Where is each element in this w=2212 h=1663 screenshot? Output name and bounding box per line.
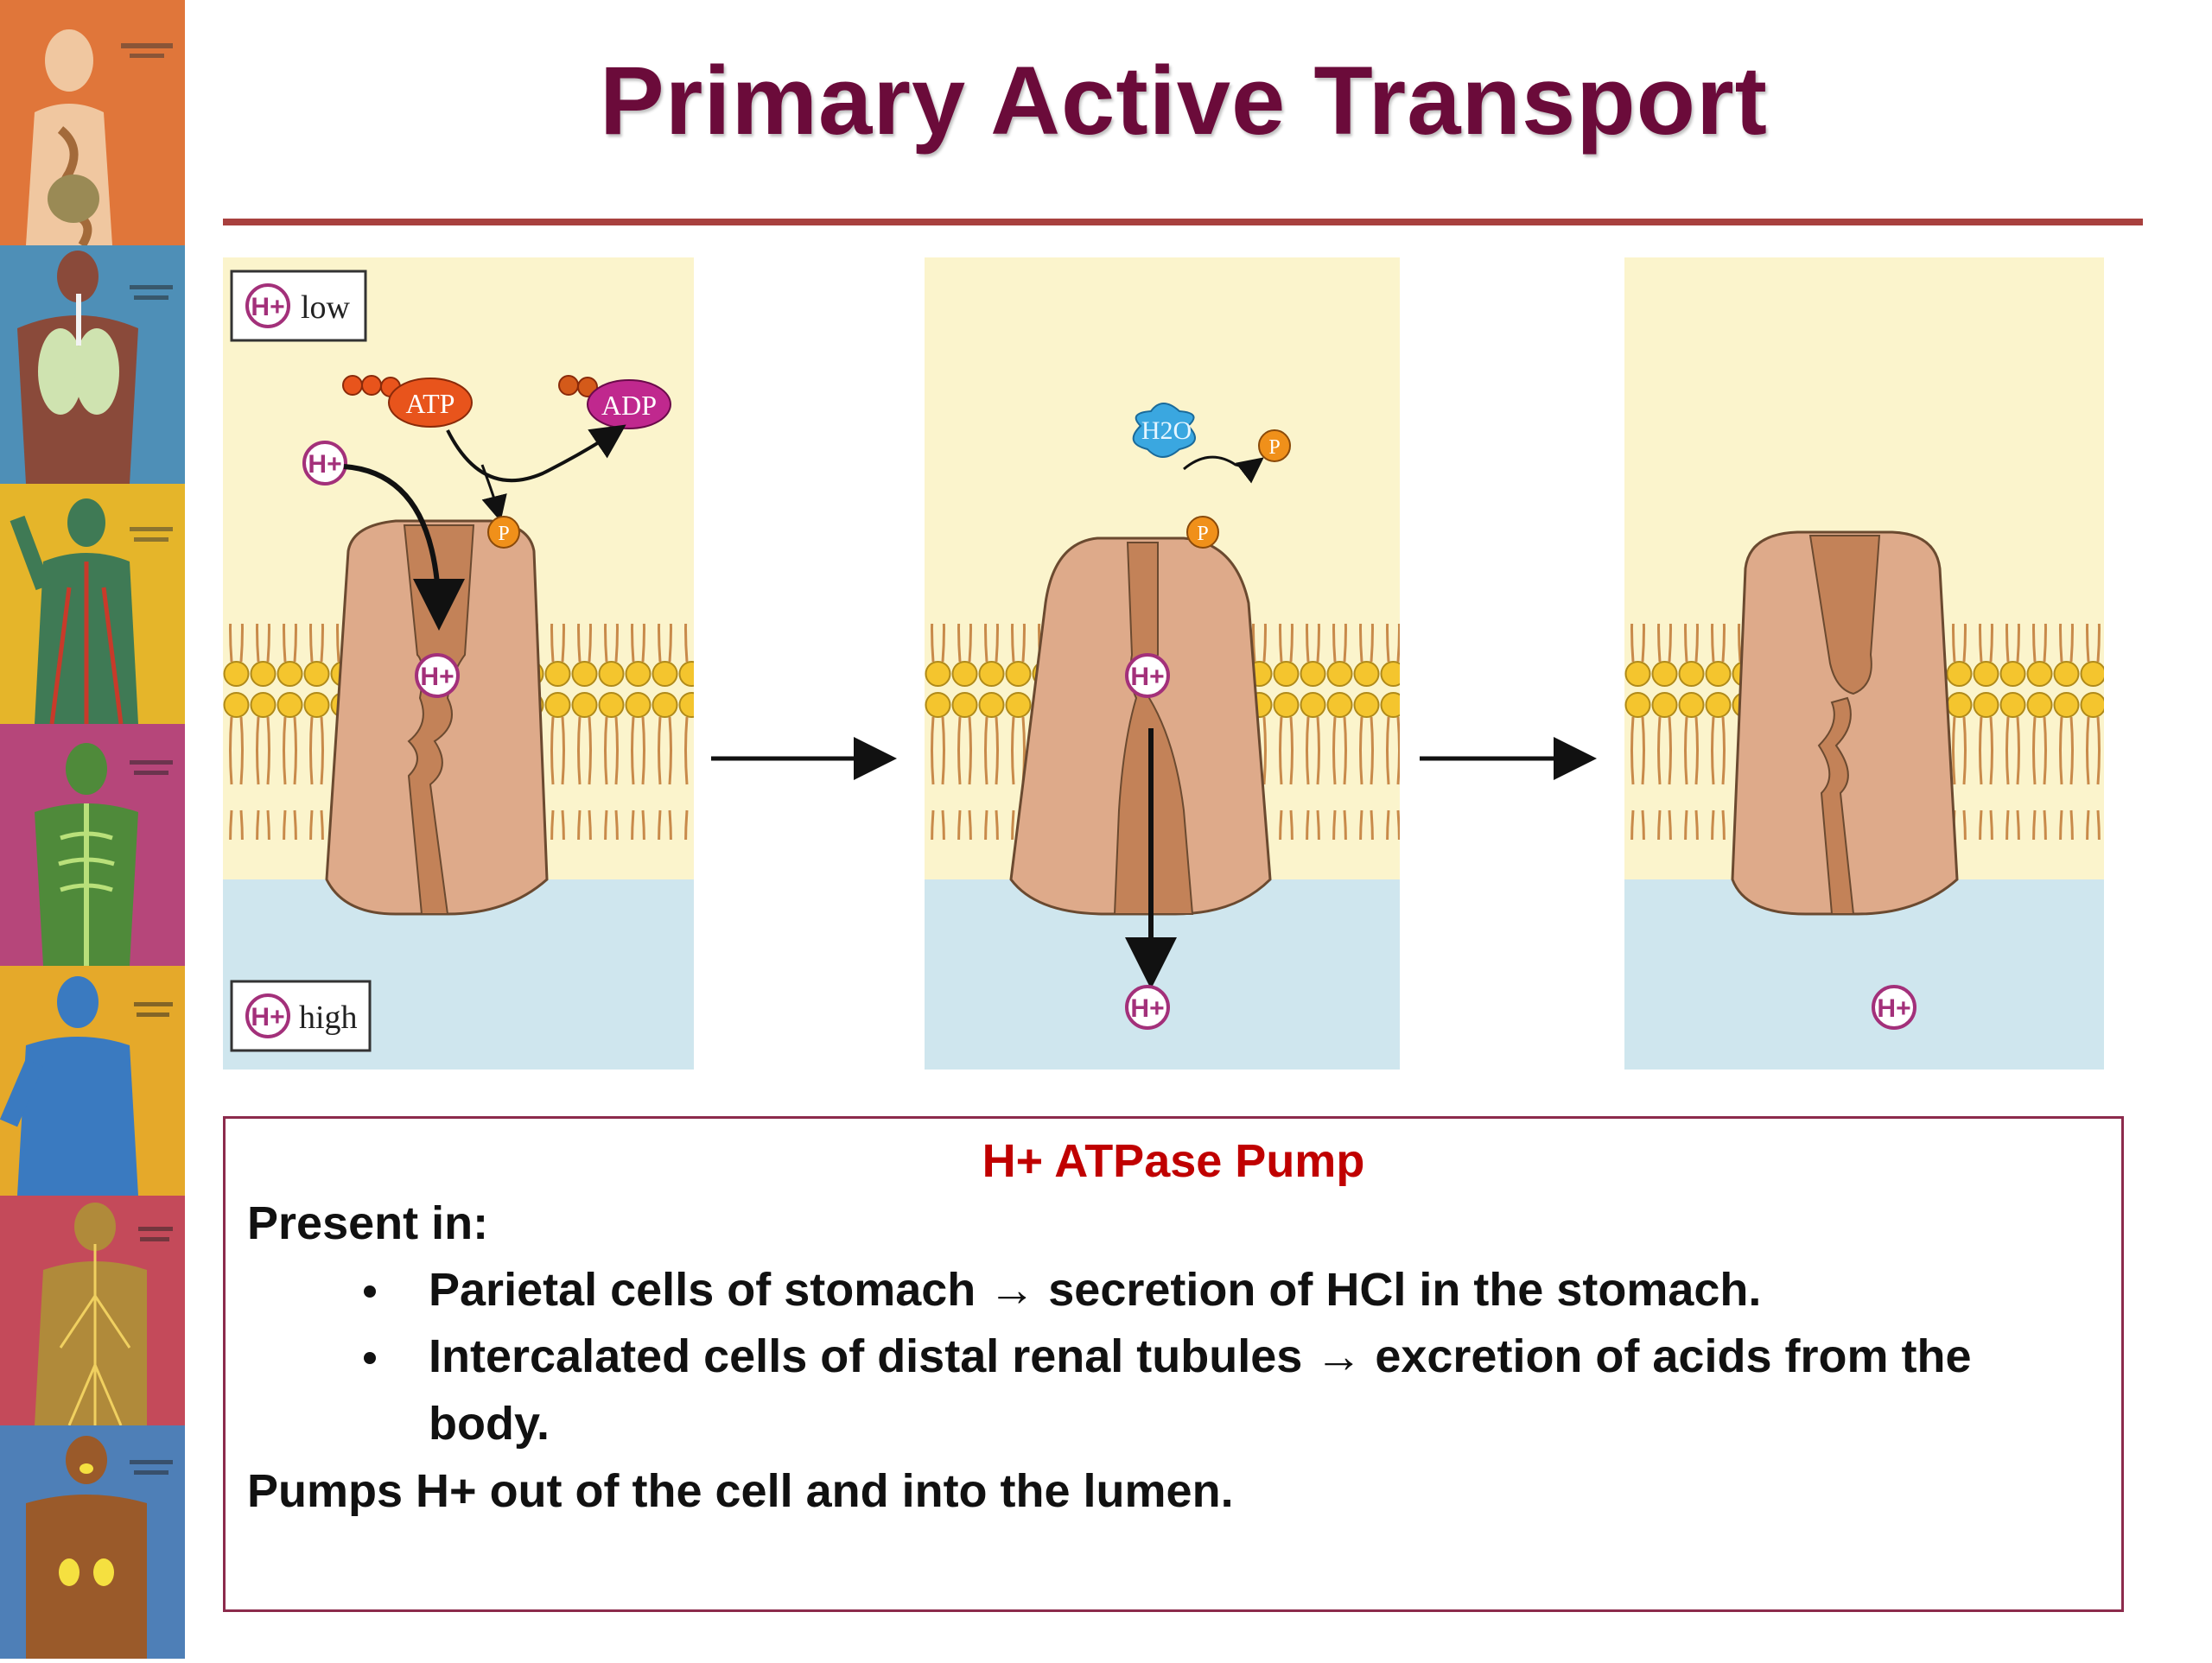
summary-text: Pumps H+ out of the cell and into the lu… [247,1465,1234,1517]
slide-title: Primary Active Transport [600,47,1768,155]
digestive-system-panel [0,0,185,248]
h-low-proton-label: H+ [251,293,284,321]
panel-1: H+ low H+ high ATP ADP P [223,257,694,1070]
pump-channel-3-lower [1817,696,1855,915]
adp-label: ADP [601,390,657,421]
phosphate-label-2: P [1197,523,1208,545]
proton-released-2: H+ [1125,985,1170,1030]
atpase-pump-diagram: H+ low H+ high ATP ADP P [223,257,2104,1070]
info-box: H+ ATPase Pump Present in: Parietal cell… [223,1116,2124,1612]
panel-2: H2O P P H+ H+ [925,257,1400,1070]
phosphate-group-2: P [1186,516,1219,549]
released-phosphate: P [1258,429,1291,462]
phosphate-label-1: P [498,523,509,545]
title-divider [223,219,2143,225]
proton-binding-arrow [343,464,465,631]
pump-channel-3 [1808,535,1881,695]
released-phosphate-label: P [1268,436,1280,459]
bullet-item-1: Parietal cells of stomach → secretion of… [429,1264,1762,1316]
proton-released-label-3: H+ [1877,994,1910,1023]
atp-molecule: ATP [342,375,473,428]
h-low-text: low [301,289,351,326]
panel-3: H+ [1624,257,2104,1070]
bullet-dot-1 [364,1285,376,1298]
respiratory-system-panel [0,245,185,484]
proton-bound-2: H+ [1125,653,1170,698]
adp-molecule: ADP [558,375,671,429]
body-systems-illustration [0,0,185,1659]
proton-bound-label-1: H+ [420,663,454,691]
nervous-system-panel [0,1196,185,1426]
circulatory-system-panel [0,484,185,725]
phosphate-release-arrow [1183,455,1264,484]
proton-released-3: H+ [1872,985,1916,1030]
h-high-text: high [299,1000,358,1036]
water-molecule: H2O [1132,403,1196,458]
proton-entering-label: H+ [308,450,341,479]
atp-label: ATP [406,388,455,419]
atp-to-adp-arrow [446,424,626,483]
skeletal-system-panel [0,724,185,966]
info-heading: H+ ATPase Pump [982,1135,1365,1187]
bullet-item-2-continued: body. [429,1398,550,1450]
h-high-legend: H+ high [230,980,372,1052]
proton-released-label-2: H+ [1130,994,1164,1023]
bullet-dot-2 [364,1352,376,1364]
phosphate-transfer-arrow [480,464,507,522]
muscular-system-panel [0,966,185,1196]
proton-bound-label-2: H+ [1130,663,1164,691]
present-in-label: Present in: [247,1197,489,1249]
h-high-proton-label: H+ [251,1003,284,1031]
h-low-legend: H+ low [230,270,367,342]
body-systems-sidebar [0,0,185,1659]
proton-entering: H+ [302,441,347,486]
endocrine-system-panel [0,1425,185,1659]
proton-bound-1: H+ [415,653,460,698]
phosphate-group-1: P [487,516,520,549]
bullet-item-2: Intercalated cells of distal renal tubul… [429,1330,1972,1382]
water-label: H2O [1141,416,1192,445]
